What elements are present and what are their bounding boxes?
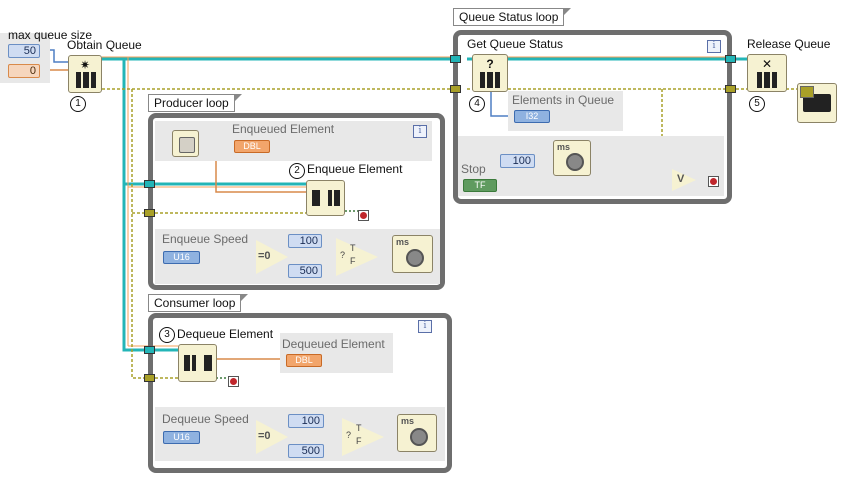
max-queue-label: max queue size [8, 28, 93, 42]
enqueue-equal-zero-text: =0 [258, 250, 271, 262]
queue-bars-icon [480, 72, 500, 88]
obtain-star-icon: ✷ [79, 58, 91, 72]
elements-wire [490, 90, 514, 117]
dequeue-select-t: T [356, 423, 362, 433]
status-wait-node[interactable]: ms [553, 140, 591, 176]
release-queue-label: Release Queue [747, 37, 831, 51]
elements-in-queue-label: Elements in Queue [512, 93, 615, 107]
error-wire-down [131, 89, 144, 379]
dequeue-element-node[interactable] [178, 344, 217, 382]
error-handler-node[interactable] [797, 83, 837, 123]
stopwatch-icon [410, 428, 428, 446]
enqueue-wait-ms: ms [396, 237, 410, 247]
error-dialog-icon [803, 94, 831, 112]
consumer-info-icon[interactable]: i [418, 320, 432, 333]
max-queue-control[interactable]: 50 [8, 44, 40, 58]
enqueue-element-node[interactable] [306, 180, 345, 216]
producer-error-tunnel [144, 209, 155, 217]
enqueue-select-q: ? [340, 250, 346, 260]
consumer-error-tunnel [144, 374, 155, 382]
dequeue-select-f: F [356, 436, 362, 446]
step-5-badge: 5 [749, 96, 765, 112]
status-queue-tunnel-in [450, 55, 461, 63]
stopwatch-icon [566, 153, 584, 171]
enqueue-select-t: T [350, 243, 356, 253]
dequeue-speed-control[interactable]: U16 [163, 431, 200, 444]
step-1-badge: 1 [70, 96, 86, 112]
get-queue-status-label: Get Queue Status [467, 37, 564, 51]
obtain-queue-node[interactable]: ✷ [68, 55, 102, 93]
dequeue-wait-ms: ms [401, 416, 415, 426]
enqueue-select-node[interactable] [336, 238, 378, 276]
enqueue-wait-node[interactable]: ms [392, 235, 433, 273]
enqueued-panel [155, 121, 432, 161]
stopwatch-icon [406, 249, 424, 267]
consumer-loop-tag: Consumer loop [148, 294, 249, 312]
obtain-queue-label: Obtain Queue [67, 38, 142, 52]
status-stop-button[interactable] [708, 176, 719, 187]
step-2-badge: 2 [289, 163, 305, 179]
enqueued-element-label: Enqueued Element [232, 122, 335, 136]
status-loop-tag: Queue Status loop [453, 8, 572, 26]
status-error-tunnel-out [725, 85, 736, 93]
status-queue-tunnel-out [725, 55, 736, 63]
enqueue-true-const[interactable]: 100 [288, 234, 322, 248]
dequeue-select-q: ? [346, 430, 352, 440]
enqueue-false-const[interactable]: 500 [288, 264, 322, 278]
queue-wire-down [122, 59, 144, 352]
or-node-text: V [677, 173, 685, 185]
enqueue-equal-zero[interactable] [256, 240, 288, 274]
status-loop[interactable] [453, 30, 732, 204]
producer-loop[interactable] [148, 113, 445, 290]
dequeue-speed-label: Dequeue Speed [162, 412, 249, 426]
get-queue-status-node[interactable]: ? [472, 54, 508, 92]
producer-queue-tunnel [144, 180, 155, 188]
dequeue-true-const[interactable]: 100 [288, 414, 324, 428]
release-x-icon: ✕ [761, 57, 773, 71]
element-type-control[interactable]: 0 [8, 64, 40, 78]
enqueue-speed-label: Enqueue Speed [162, 232, 249, 246]
consumer-queue-tunnel [144, 346, 155, 354]
warning-badge-icon [800, 86, 814, 98]
queue-bars-icon [757, 72, 777, 88]
release-queue-node[interactable]: ✕ [747, 54, 787, 92]
stop-control[interactable]: TF [463, 179, 497, 192]
dequeue-icon [184, 355, 212, 371]
producer-stop-button[interactable] [358, 210, 369, 221]
dequeue-false-const[interactable]: 500 [288, 444, 324, 458]
stop-label: Stop [461, 162, 486, 176]
status-wait-const[interactable]: 100 [500, 154, 535, 168]
step-4-badge: 4 [469, 96, 485, 112]
producer-info-icon[interactable]: i [413, 125, 427, 138]
dequeue-element-label: Dequeue Element [177, 327, 274, 341]
enqueue-select-f: F [350, 256, 356, 266]
status-query-icon: ? [486, 57, 494, 71]
enqueue-element-label: Enqueue Element [307, 162, 403, 176]
dequeue-equal-zero[interactable] [256, 420, 288, 454]
enqueue-speed-control[interactable]: U16 [163, 251, 200, 264]
consumer-stop-button[interactable] [228, 376, 239, 387]
consumer-loop[interactable] [148, 313, 452, 473]
random-number-node[interactable] [172, 130, 199, 157]
status-wait-ms: ms [557, 142, 571, 152]
dice-icon [179, 137, 195, 153]
enqueued-element-indicator[interactable]: DBL [234, 140, 270, 153]
dequeued-element-label: Dequeued Element [282, 337, 385, 351]
dequeue-select-node[interactable] [342, 418, 384, 456]
status-info-icon[interactable]: i [707, 40, 721, 53]
queue-wire-orange [102, 56, 725, 347]
step-3-badge: 3 [159, 327, 175, 343]
queue-bars-icon [76, 72, 96, 88]
dequeue-wait-node[interactable]: ms [397, 414, 437, 452]
status-error-tunnel-in [450, 85, 461, 93]
producer-loop-tag: Producer loop [148, 94, 242, 112]
enqueue-icon [312, 190, 340, 206]
or-node[interactable] [672, 169, 696, 191]
dequeue-equal-zero-text: =0 [258, 430, 271, 442]
dequeued-element-indicator[interactable]: DBL [286, 354, 322, 367]
elements-in-queue-indicator[interactable]: I32 [514, 110, 550, 123]
